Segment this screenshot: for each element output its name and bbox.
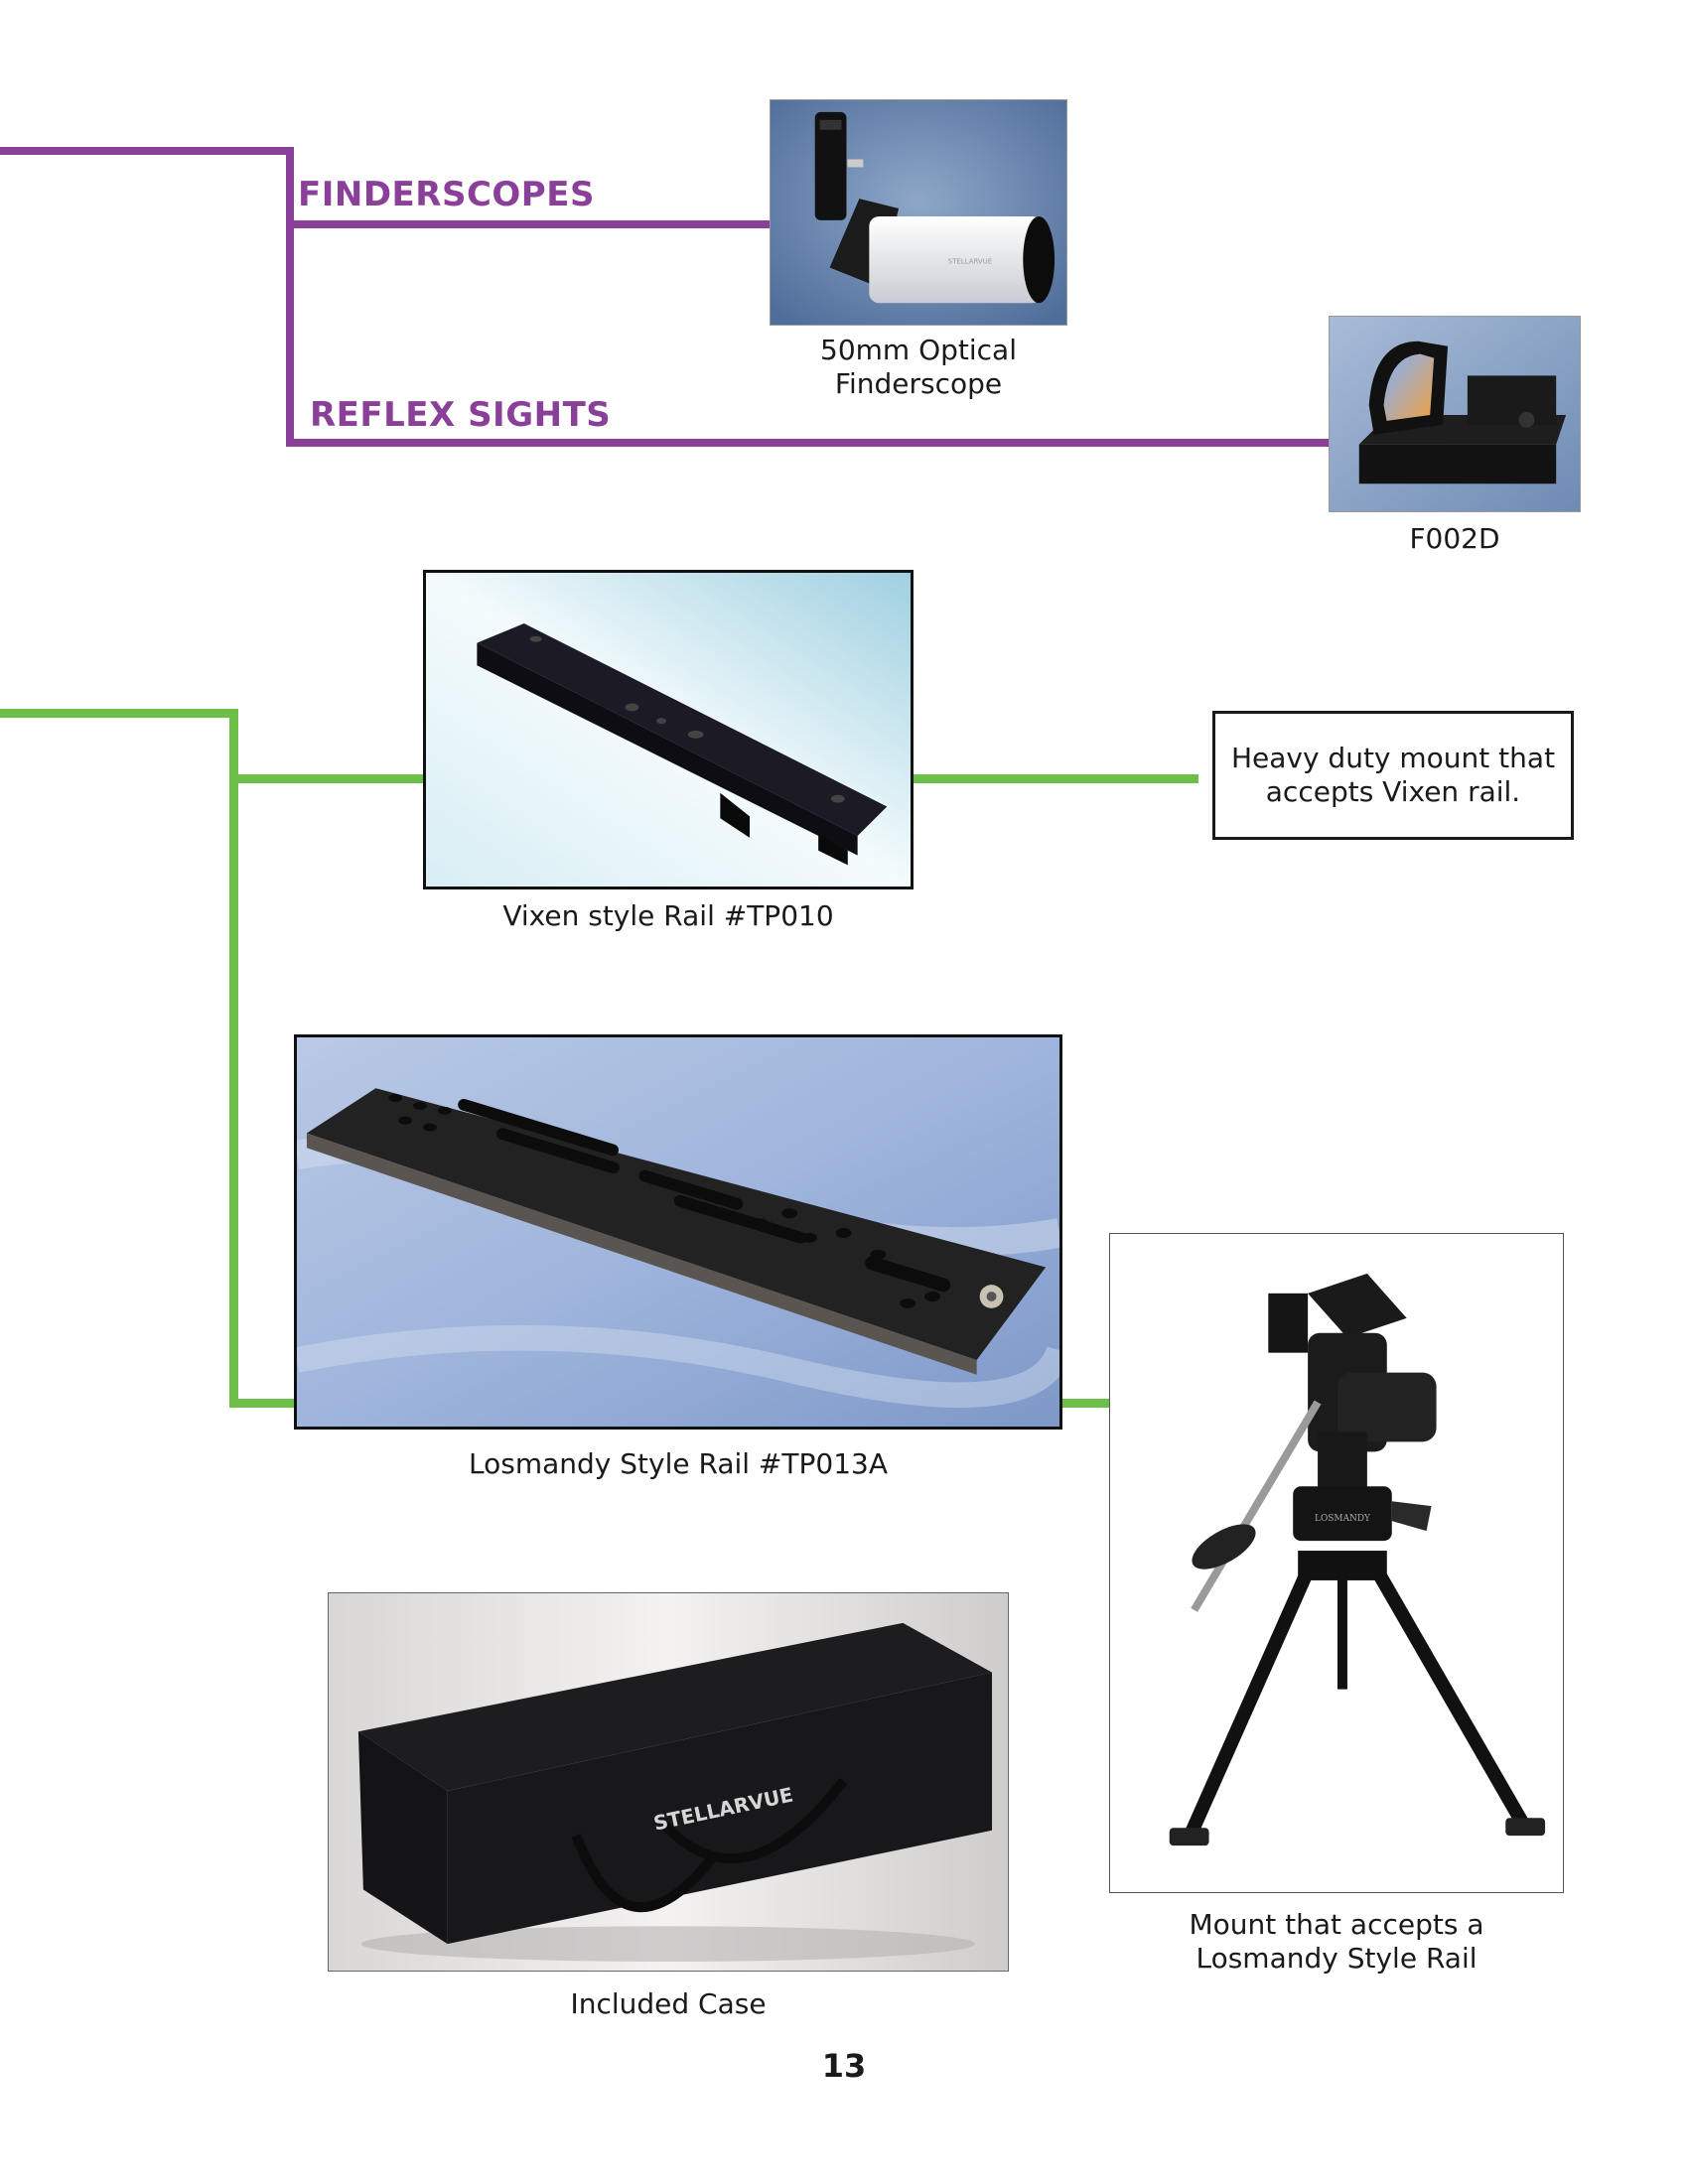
reflex-sight-photo [1329,316,1581,512]
vixen-mount-note-line1: Heavy duty mount that [1230,742,1556,774]
losmandy-mount-caption: Mount that accepts a Losmandy Style Rail [1109,1908,1564,1976]
losmandy-mount-caption-line2: Losmandy Style Rail [1196,1942,1477,1975]
losmandy-rail-caption: Losmandy Style Rail #TP013A [469,1447,888,1480]
losmandy-mount-caption-line1: Mount that accepts a [1189,1908,1484,1941]
vixen-mount-note-line2: accepts Vixen rail. [1265,775,1521,808]
losmandy-mount-photo: LOSMANDY [1109,1233,1564,1893]
finderscope-photo: STELLARVUE [770,99,1067,326]
reflex-sights-heading: REFLEX SIGHTS [310,395,612,435]
page-number: 13 [821,2047,867,2085]
green-connector-losmandy-left [229,1399,297,1408]
purple-connector-reflex [286,439,1331,447]
green-connector-vixen-right [913,774,1198,783]
losmandy-rail-photo [294,1034,1062,1430]
finderscope-caption: 50mm Optical Finderscope [770,334,1067,401]
finderscope-brand-text: STELLARVUE [948,258,992,266]
case-photo: STELLARVUE [328,1592,1009,1972]
green-connector-top [0,709,238,718]
vixen-rail-photo [423,570,914,889]
finderscope-caption-line2: Finderscope [834,367,1003,400]
finderscope-caption-line1: 50mm Optical [820,334,1017,366]
purple-connector-vertical [286,147,294,447]
finderscopes-heading: FINDERSCOPES [298,175,595,214]
case-caption: Included Case [570,1987,767,2020]
reflex-sight-caption: F002D [1409,522,1500,555]
vixen-rail-caption: Vixen style Rail #TP010 [502,899,834,932]
green-connector-vertical [229,709,238,1408]
purple-connector-finderscope [286,220,771,228]
purple-connector-top [0,147,294,155]
vixen-mount-note: Heavy duty mount that accepts Vixen rail… [1212,711,1574,840]
green-connector-vixen-left [229,774,424,783]
green-connector-losmandy-right [1060,1399,1112,1408]
losmandy-mount-brand-text: LOSMANDY [1315,1514,1370,1524]
